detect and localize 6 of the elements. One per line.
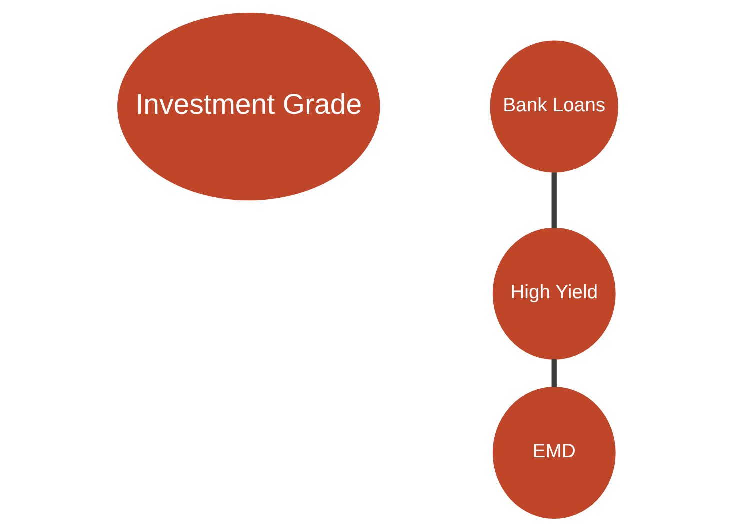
- node-circle: Bank Loans: [490, 40, 618, 173]
- node-ellipse: Investment Grade: [118, 12, 380, 201]
- node-circle: EMD: [492, 387, 616, 520]
- connector: [552, 359, 557, 388]
- connector: [552, 172, 557, 228]
- node-circle: High Yield: [492, 228, 616, 360]
